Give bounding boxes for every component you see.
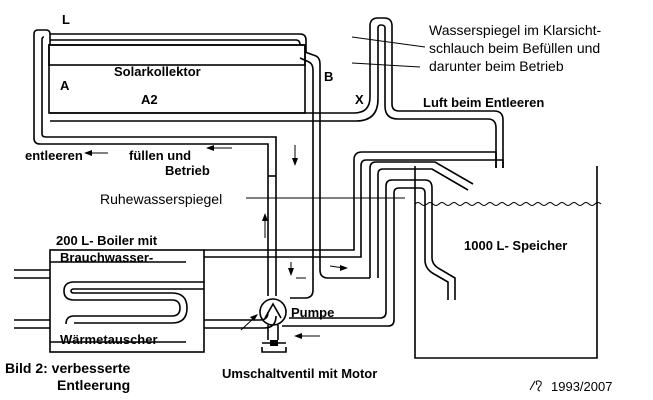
label-l: L [62,12,70,27]
pipe-a2 [50,17,504,168]
label-speicher: 1000 L- Speicher [464,238,567,253]
pump [259,298,287,326]
label-a2: A2 [141,92,158,107]
label-brauchwasser: Brauchwasser- [60,250,153,265]
label-solarkollektor: Solarkollektor [114,64,201,79]
flow-arrows [84,145,348,339]
pipe-b [290,51,352,299]
label-fuellen: füllen und [129,148,191,163]
label-waermetauscher: Wärmetauscher [60,332,158,347]
solar-collector [48,44,306,114]
pipe-storage-a [352,161,474,279]
label-entleeren: entleeren [25,148,83,163]
signature-logo [529,380,542,392]
switch-valve [261,325,287,353]
water-level-line-1: Wasserspiegel im Klarsicht- [429,22,602,38]
label-luft: Luft beim Entleeren [423,95,544,110]
storage-tank [414,166,602,359]
label-pumpe: Pumpe [291,305,334,320]
label-ruhewasserspiegel: Ruhewasserspiegel [100,191,222,207]
leader-lines [246,36,426,199]
label-umschaltventil: Umschaltventil mit Motor [222,366,377,381]
year-label: 1993/2007 [551,379,612,394]
pipe-a [33,132,277,177]
label-x: X [355,92,364,107]
label-betrieb: Betrieb [165,163,210,178]
label-boiler: 200 L- Boiler mit [56,233,158,248]
caption-line-2: Entleerung [57,377,130,393]
water-level-line-3: darunter beim Betrieb [429,58,564,74]
caption-line-1: Bild 2: verbesserte [5,360,130,376]
label-b: B [324,69,333,84]
pipe-l [33,29,307,132]
water-level-line-2: schlauch beim Befüllen und [429,40,600,56]
pipe-pump-riser [267,176,277,296]
pipe-storage-b [282,179,456,327]
label-a: A [60,78,70,93]
pipe-boiler-feed [204,151,504,258]
